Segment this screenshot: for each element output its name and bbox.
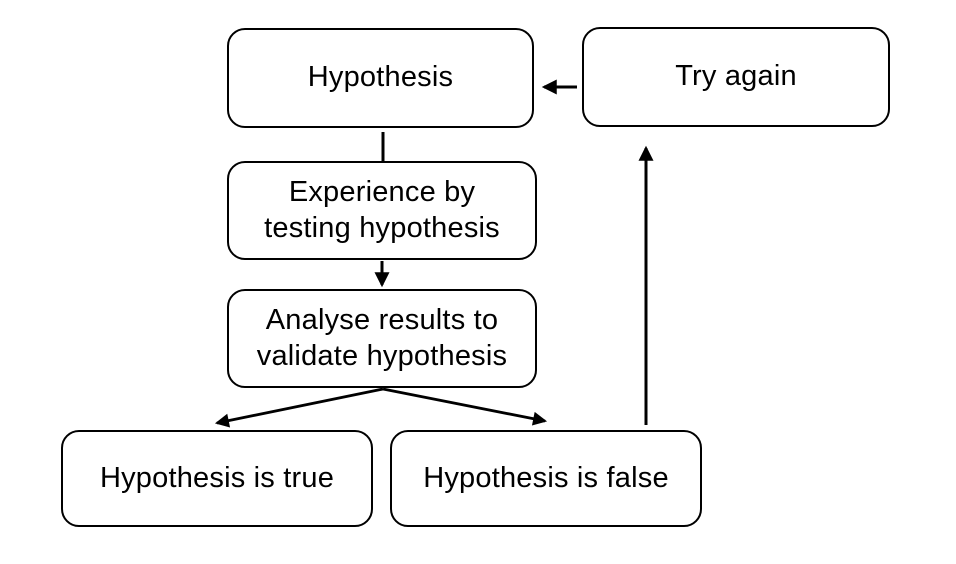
- node-hypothesis-true-label: Hypothesis is true: [99, 461, 335, 494]
- node-try-again: Try again: [582, 27, 890, 127]
- node-hypothesis-false-label: Hypothesis is false: [423, 461, 669, 494]
- node-hypothesis-false: Hypothesis is false: [390, 430, 702, 527]
- node-analyse-results: Analyse results to validate hypothesis: [227, 289, 537, 388]
- node-hypothesis-true: Hypothesis is true: [61, 430, 373, 527]
- node-experience-by-testing: Experience by testing hypothesis: [227, 161, 537, 260]
- arrow-analyse-to-false: [382, 387, 548, 426]
- node-hypothesis-label: Hypothesis: [307, 61, 454, 94]
- node-analyse-label: Analyse results to validate hypothesis: [256, 304, 508, 372]
- node-experience-label: Experience by testing hypothesis: [264, 176, 500, 244]
- node-hypothesis: Hypothesis: [227, 28, 534, 128]
- node-try-again-label: Try again: [675, 60, 797, 93]
- arrow-analyse-to-true: [214, 387, 384, 428]
